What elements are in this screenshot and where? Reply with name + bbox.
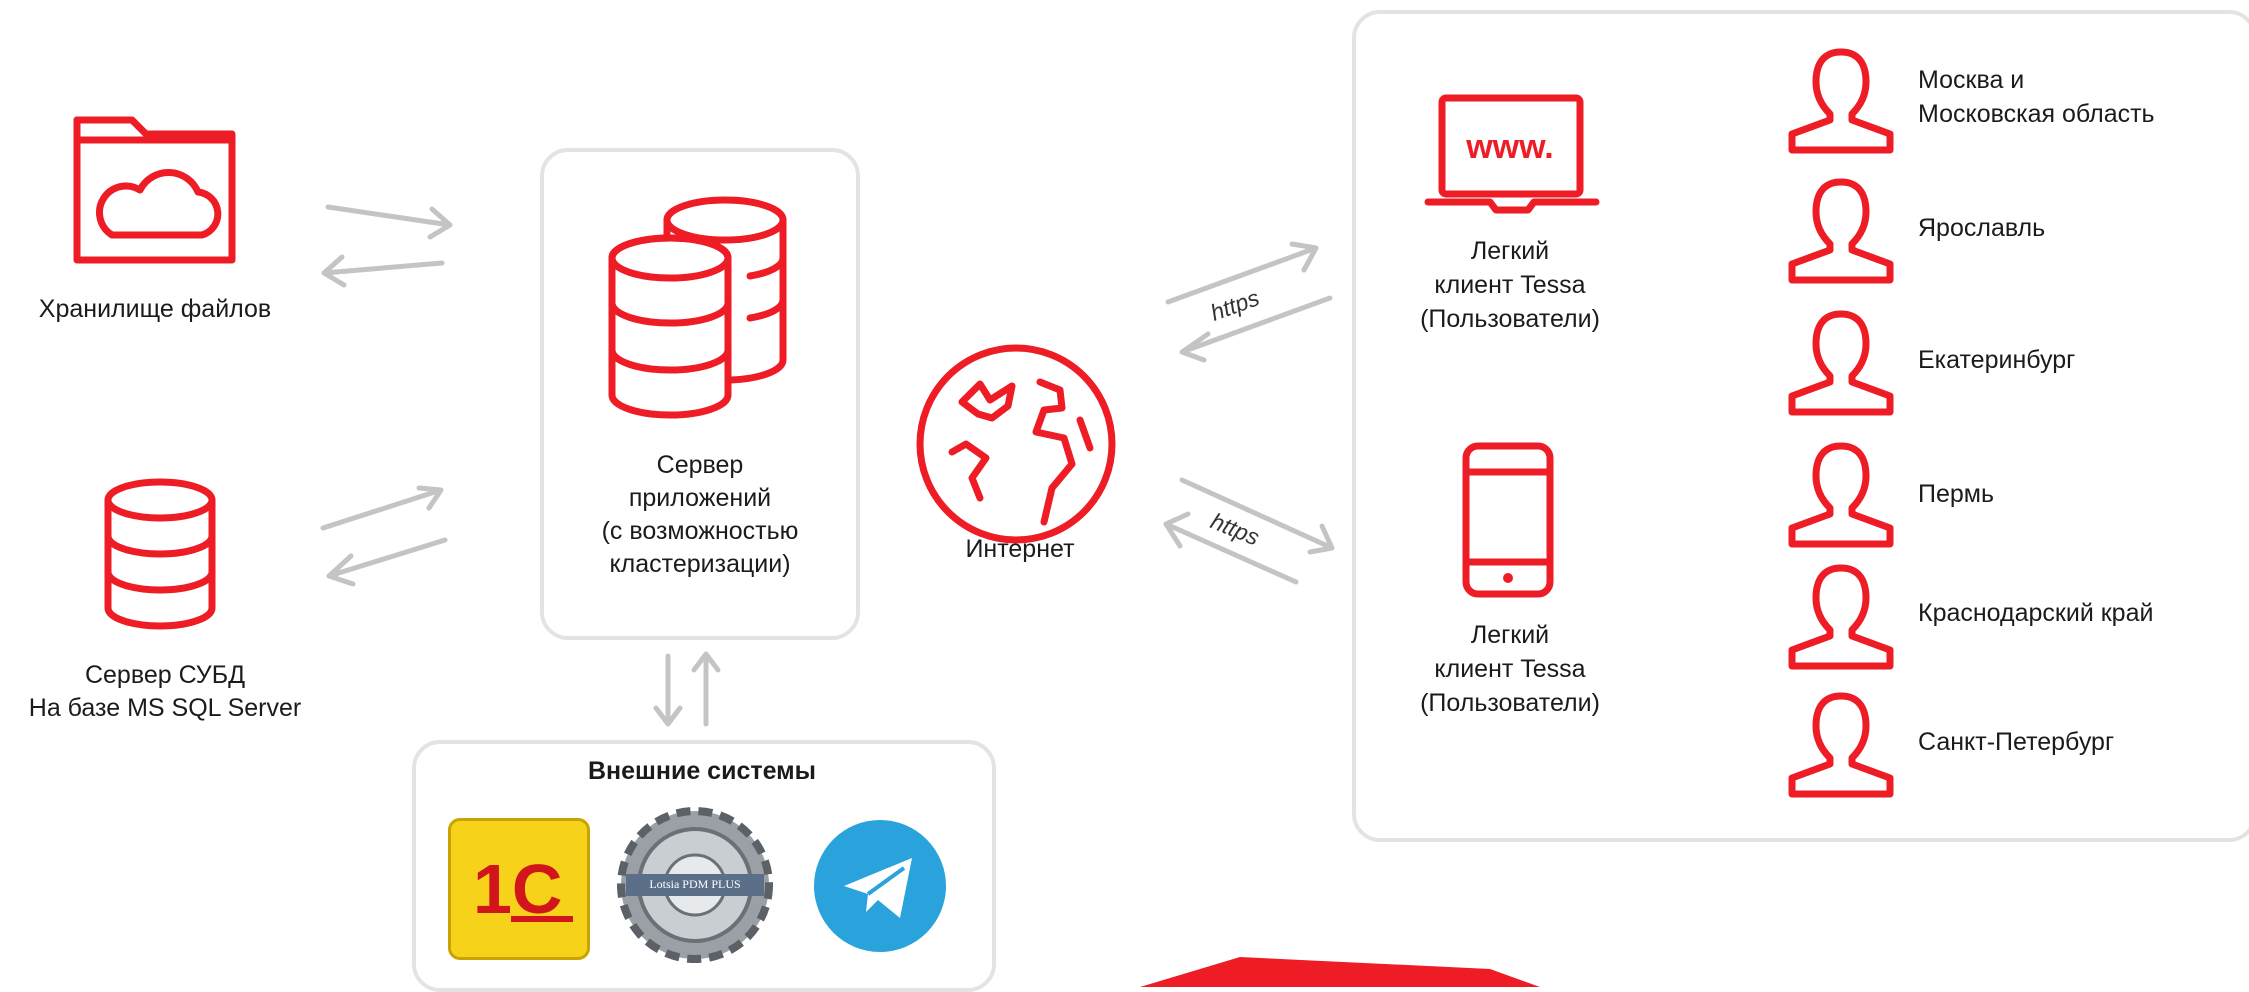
file-storage-label: Хранилище файлов	[38, 295, 272, 323]
city-label: Ярославль	[1918, 214, 2046, 242]
city-label: Пермь	[1918, 480, 1994, 508]
app-server-label-1: Сервер	[656, 451, 744, 479]
external-systems-label: Внешние системы	[587, 757, 817, 785]
city-label: Санкт-Петербург	[1918, 728, 2115, 756]
arrows-app-external	[653, 651, 721, 727]
telegram-icon	[814, 820, 946, 952]
database-cluster-icon	[608, 196, 787, 419]
app-server-label-2: приложений	[628, 484, 772, 512]
mobile-client-label-3: (Пользователи)	[1420, 689, 1600, 717]
mobile-client-label-1: Легкий	[1470, 621, 1550, 649]
pdm-logo-text: Lotsia PDM PLUS	[649, 877, 741, 891]
folder-cloud-icon	[73, 116, 236, 264]
database-icon	[104, 478, 216, 630]
internet-label: Интернет	[965, 535, 1075, 563]
web-client-label-1: Легкий	[1470, 237, 1550, 265]
mobile-client-label-2: клиент Tessa	[1434, 655, 1586, 683]
web-client-label-2: клиент Tessa	[1434, 271, 1586, 299]
globe-icon	[916, 344, 1116, 544]
red-decorative-shape	[1140, 957, 1540, 987]
svg-text:www.: www.	[1465, 128, 1554, 166]
user-icon	[1788, 692, 1894, 798]
user-icon	[1788, 310, 1894, 416]
gear-icon	[617, 807, 773, 963]
user-icon	[1788, 564, 1894, 670]
db-server-label-1: Сервер СУБД	[84, 661, 246, 689]
svg-text:1С: 1С	[473, 850, 562, 928]
user-icon	[1788, 48, 1894, 154]
city-label: Краснодарский край	[1918, 599, 2154, 627]
city-label: Московская область	[1918, 100, 2155, 128]
city-label: Екатеринбург	[1918, 346, 2076, 374]
onec-logo: 1С	[448, 818, 590, 960]
arrows-storage-app	[321, 204, 453, 288]
smartphone-icon	[1462, 442, 1554, 598]
city-label: Москва и	[1918, 66, 2025, 94]
arrows-db-app	[320, 485, 448, 587]
user-icon	[1788, 442, 1894, 548]
pdm-logo: Lotsia PDM PLUS	[612, 802, 778, 968]
user-icon	[1788, 178, 1894, 284]
laptop-www-icon: www.	[1424, 94, 1600, 214]
onec-mark-icon: 1С	[473, 850, 573, 928]
app-server-label-4: кластеризации)	[609, 550, 791, 578]
app-server-label-3: (с возможностью	[601, 517, 799, 545]
arrows-https-bottom	[1163, 477, 1335, 585]
web-client-label-3: (Пользователи)	[1420, 305, 1600, 333]
arrows-https-top	[1165, 241, 1333, 363]
db-server-label-2: На базе MS SQL Server	[28, 694, 302, 722]
